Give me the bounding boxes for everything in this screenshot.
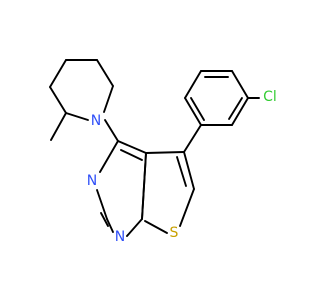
bond <box>50 112 67 141</box>
bond <box>65 112 89 121</box>
bond <box>228 97 243 120</box>
pyrimidine-nitrogen-upper-label: N <box>87 173 97 189</box>
bond <box>144 220 168 234</box>
bond <box>183 151 195 190</box>
bond <box>99 140 119 173</box>
bond <box>141 152 147 220</box>
bond <box>126 218 143 237</box>
bond <box>96 189 108 220</box>
bonds <box>49 59 260 237</box>
bond <box>49 86 67 114</box>
chlorine-label: Cl <box>263 89 277 105</box>
pyrimidine-nitrogen-lower-label: N <box>115 229 125 245</box>
bond <box>184 97 202 126</box>
molecule-diagram: Cl N N N S <box>49 59 277 245</box>
bond <box>100 212 109 227</box>
bond <box>179 188 195 227</box>
thiophene-sulfur-label: S <box>170 225 179 241</box>
bond <box>190 97 205 121</box>
bond <box>231 70 249 99</box>
bond <box>176 156 187 187</box>
bond <box>104 119 119 142</box>
bond <box>117 140 147 154</box>
bond <box>145 151 185 154</box>
bond <box>120 149 143 161</box>
bond <box>49 59 67 88</box>
bond <box>183 124 202 153</box>
bond <box>106 218 114 233</box>
piperidine-nitrogen-label: N <box>91 113 101 129</box>
bond <box>184 70 202 99</box>
atom-labels: Cl N N N S <box>87 89 277 245</box>
bond <box>103 85 114 113</box>
bond <box>231 97 249 126</box>
bond <box>96 59 114 87</box>
